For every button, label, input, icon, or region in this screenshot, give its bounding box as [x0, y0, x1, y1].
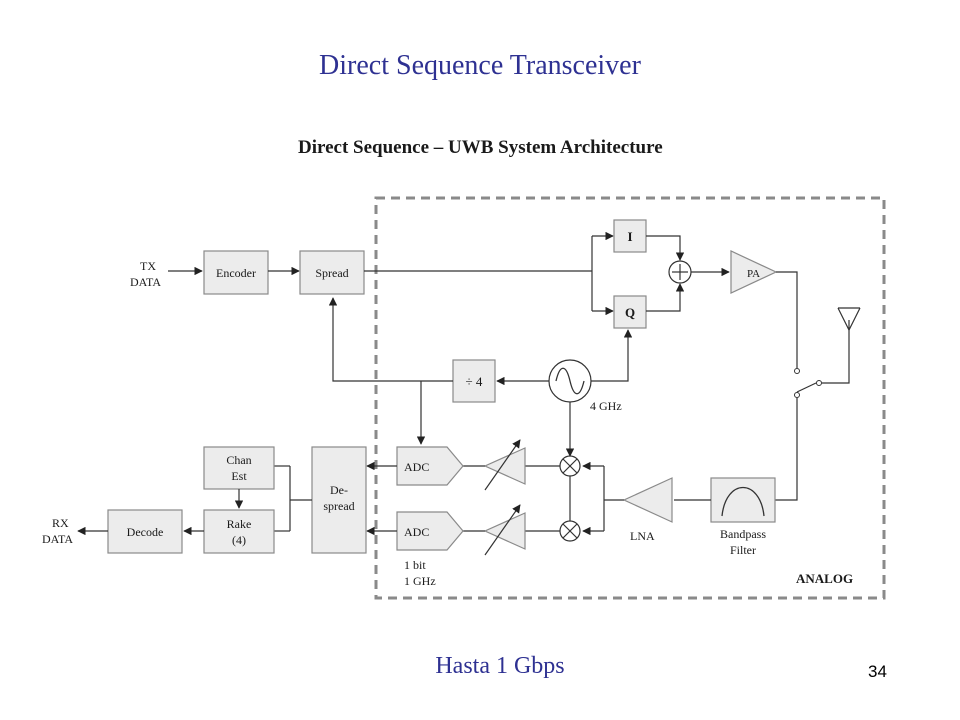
chan-est-label-line1: Chan [226, 453, 251, 467]
spread-label: Spread [315, 266, 348, 280]
bandpass-label-line1: Bandpass [720, 527, 766, 541]
bottom-mixer-icon [559, 520, 581, 542]
switch-blade [796, 382, 817, 393]
bandpass-filter-block [710, 477, 776, 523]
q-label: Q [625, 305, 635, 320]
i-block: I [613, 219, 647, 253]
q-to-summer-wire [646, 283, 685, 312]
i-to-summer-wire [646, 235, 685, 261]
rake-label-line2: (4) [232, 533, 246, 547]
slide-footer: Hasta 1 Gbps [435, 653, 565, 679]
lna-label: LNA [630, 529, 655, 543]
slide-title: Direct Sequence Transceiver [319, 50, 641, 81]
switch-to-antenna-wire [822, 320, 850, 384]
top-adc-block: ADC [396, 446, 464, 486]
diagram-heading: Direct Sequence – UWB System Architectur… [298, 137, 663, 158]
despread-block: De- spread [311, 446, 367, 554]
top-adc-label: ADC [404, 460, 429, 474]
rake-label-line1: Rake [227, 517, 252, 531]
switch-contact-rx [794, 392, 800, 398]
chan-est-block: Chan Est [203, 446, 275, 490]
chan-est-label-line2: Est [231, 469, 247, 483]
bottom-adc-label: ADC [404, 525, 429, 539]
pa-label: PA [747, 268, 760, 280]
tx-data-label-line2: DATA [130, 275, 161, 289]
oscillator-icon [548, 359, 592, 403]
oscillator-freq-label: 4 GHz [590, 399, 622, 413]
pa-amplifier: PA [730, 250, 778, 294]
i-label: I [627, 229, 632, 244]
decode-block: Decode [107, 509, 183, 554]
page-number: 34 [868, 662, 887, 681]
switch-to-bandpass-wire [775, 398, 798, 501]
adc-spec-line1: 1 bit [404, 558, 426, 572]
spread-block: Spread [299, 250, 365, 295]
bandpass-label-line2: Filter [730, 543, 756, 557]
summer-node [668, 260, 692, 284]
divider-label: ÷ 4 [466, 374, 483, 389]
switch-contact-tx [794, 368, 800, 374]
adc-spec-line2: 1 GHz [404, 574, 436, 588]
switch-pivot [816, 380, 822, 386]
encoder-label: Encoder [216, 266, 256, 280]
lna-amplifier [622, 477, 673, 523]
antenna-icon [837, 307, 861, 332]
despread-label-line2: spread [323, 499, 354, 513]
divider-block: ÷ 4 [452, 359, 496, 403]
divider-to-spread-wire [328, 297, 453, 382]
analog-label: ANALOG [796, 571, 853, 586]
q-block: Q [613, 295, 647, 329]
despread-label-line1: De- [330, 483, 348, 497]
analog-boundary [374, 196, 886, 600]
encoder-block: Encoder [203, 250, 269, 295]
tx-data-label-line1: TX [140, 259, 156, 273]
rx-data-label-line1: RX [52, 516, 69, 530]
top-variable-gain-amp [483, 439, 526, 491]
rake-block: Rake (4) [203, 509, 275, 554]
pa-to-switch-wire [776, 271, 798, 368]
bottom-variable-gain-amp [483, 504, 526, 556]
top-mixer-icon [559, 455, 581, 477]
decode-label: Decode [127, 525, 164, 539]
bottom-adc-block: ADC [396, 511, 464, 551]
rx-data-label-line2: DATA [42, 532, 73, 546]
oscillator-to-q-wire [591, 329, 633, 382]
